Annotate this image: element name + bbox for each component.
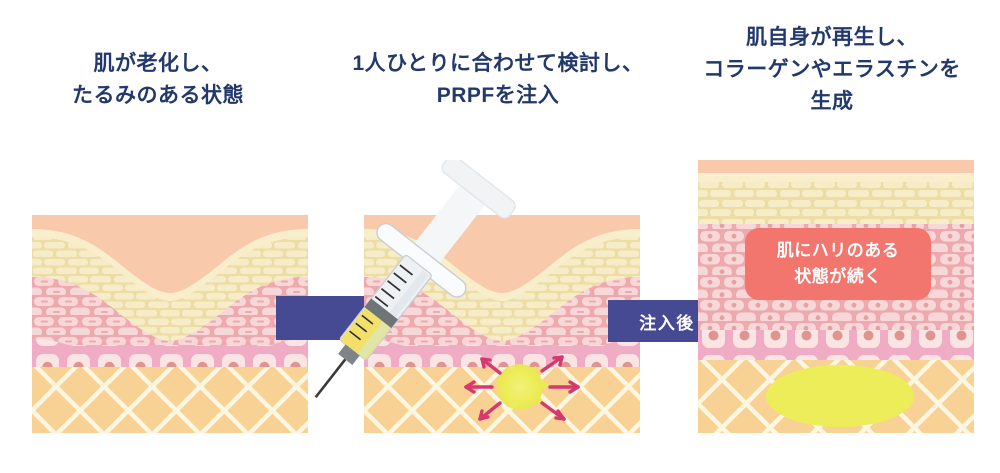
prpf-burst (495, 364, 550, 411)
syringe-needle (314, 358, 347, 399)
layer-epidermis-surface (32, 215, 308, 293)
fat-volume-ellipse (766, 365, 914, 427)
layer-epidermis-bricks (698, 180, 974, 224)
status-badge: 肌にハリのある 状態が続く (745, 228, 931, 300)
layer-subcutaneous-fat (32, 363, 308, 433)
panel-title-after: 肌自身が再生し、 コラーゲンやエラスチンを 生成 (703, 26, 961, 113)
skin-cross-section-injection (364, 215, 640, 433)
panel-title-injection: 1人ひとりに合わせて検討し、 PRPFを注入 (352, 52, 644, 107)
skin-diagram-before (32, 215, 308, 433)
syringe-thumb-pad (441, 160, 516, 219)
layer-basal (698, 328, 974, 360)
layer-epidermis-surface (698, 160, 974, 173)
skin-diagram-injection (364, 215, 640, 433)
layer-stratum-corneum (698, 172, 974, 182)
skin-cross-section-before (32, 215, 308, 433)
burst-arrows (464, 355, 580, 421)
panel-title-before: 肌が老化し、 たるみのある状態 (72, 52, 244, 107)
